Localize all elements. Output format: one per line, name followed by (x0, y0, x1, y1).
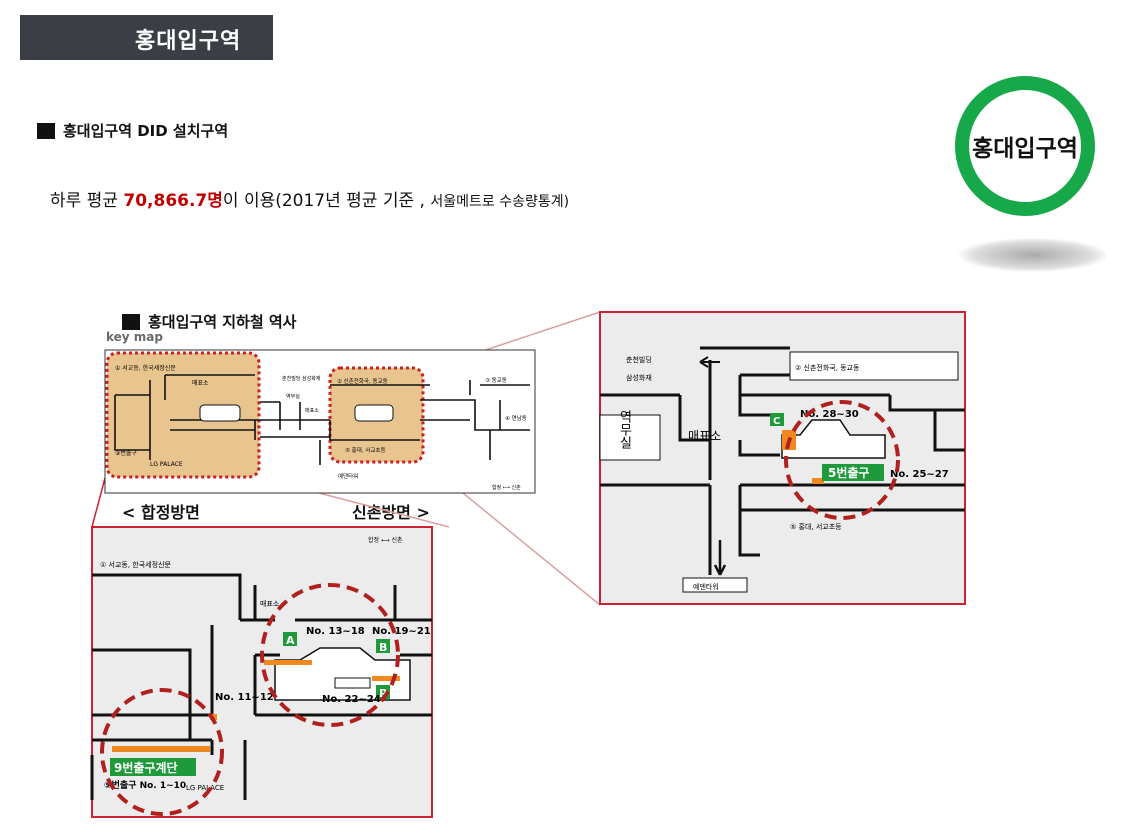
building1: 춘천빌딩 (626, 355, 652, 364)
range-top: No. 28~30 (800, 409, 859, 420)
gate-c: C (773, 416, 780, 427)
section-did-heading: 홍대입구역 DID 설치구역 (37, 120, 228, 141)
detail-left-exit1: ① 서교동, 한국세정신문 (100, 560, 171, 569)
gate-c-badge (770, 413, 784, 426)
keymap-exit3: ③ 동교동 (485, 377, 507, 384)
building2: 삼성화재 (626, 373, 652, 382)
gate-a: A (286, 634, 295, 647)
exit9-stairs-badge (110, 758, 196, 776)
keymap-exit2: ② 신촌전화국, 동교동 (337, 377, 388, 385)
page-title: 홍대입구역 (135, 29, 242, 54)
usage-suffix: 이 이용(2017년 평균 기준 , (222, 191, 431, 211)
detail-map-left: A B P 합정 ⟷ 신촌 ① 서교동, 한국세정신문 매표소 No. 13~1… (90, 526, 433, 818)
keymap-exit9: ⑨번출구 (115, 449, 137, 457)
gate-p: P (379, 687, 387, 700)
detail-left-legend: 합정 ⟷ 신촌 (368, 536, 403, 544)
section-station-heading: 홍대입구역 지하철 역사 (122, 311, 296, 332)
keymap-ticket1: 매표소 (192, 379, 209, 387)
usage-text: 하루 평균 70,866.7명이 이용(2017년 평균 기준 , 서울메트로 … (50, 186, 569, 211)
detail-left-lgpalace: LG PALACE (186, 784, 224, 792)
key-map: ① 서교동, 한국세정신문 매표소 ⑨번출구 LG PALACE 춘천빌딩 삼성… (104, 349, 536, 494)
station-office: 역무실 (617, 410, 632, 449)
usage-value: 70,866.7명 (123, 191, 223, 211)
keymap-tower: 예댄타워 (338, 472, 358, 480)
title-bar: 홍대입구역 (20, 15, 273, 60)
range-c: No. 22~24 (322, 694, 381, 705)
highlight-circle-exit9 (100, 688, 224, 816)
exit5-badge (822, 464, 884, 481)
keymap-lgpalace: LG PALACE (150, 461, 183, 468)
station-badge-label: 홍대입구역 (972, 136, 1078, 162)
highlight-circle-exit5 (784, 400, 900, 520)
keymap-exit1: ① 서교동, 한국세정신문 (115, 364, 176, 372)
range-b: No. 19~21 (372, 626, 431, 637)
keymap-exit4: ④ 연남동 (505, 414, 527, 422)
range-d: No. 11~12 (215, 692, 274, 703)
exit9-gates (112, 746, 210, 752)
keymap-building: 춘천빌딩 삼성화재 (282, 375, 321, 382)
range-a: No. 13~18 (306, 626, 365, 637)
detail-map-right: C 춘천빌딩 삼성화재 ② 신촌전화국, 동교동 역무실 매표소 No. 28~… (599, 311, 966, 605)
exit9-range: ⑨번출구 No. 1~10 (104, 779, 186, 791)
square-bullet-icon (37, 122, 55, 139)
square-bullet-icon (122, 313, 140, 330)
highlight-circle-gates (260, 583, 400, 727)
keymap-station: 역무실 (286, 393, 300, 400)
detail-right-ticket: 매표소 (688, 429, 721, 443)
detail-right-tower: 예덴타워 (693, 582, 719, 591)
section-did-title: 홍대입구역 DID 설치구역 (63, 122, 229, 140)
section-station-title: 홍대입구역 지하철 역사 (148, 313, 297, 331)
exit9-stairs: 9번출구계단 (114, 760, 178, 775)
keymap-label: key map (106, 330, 163, 344)
detail-right-exit2: ② 신촌전화국, 동교동 (795, 363, 860, 372)
direction-left: < 합정방면 (122, 503, 200, 522)
usage-source: 서울메트로 수송량통계) (430, 194, 570, 210)
gate-a-badge (283, 632, 297, 646)
keymap-ticket2: 매표소 (305, 407, 319, 414)
exit5-label: 5번출구 (828, 465, 869, 480)
detail-left-ticket: 매표소 (260, 600, 280, 608)
usage-prefix: 하루 평균 (50, 191, 124, 211)
keymap-legend: 합정 ⟷ 신촌 (492, 484, 521, 491)
gate-b-badge (376, 639, 390, 653)
range-side: No. 25~27 (890, 469, 949, 480)
detail-right-exit5: ⑤ 홍대, 서교초등 (790, 522, 842, 531)
keymap-highlight-left (105, 351, 261, 479)
keymap-exit5: ⑤ 홍대, 서교초등 (345, 446, 386, 454)
gate-b: B (379, 641, 387, 654)
connector-line (91, 477, 106, 528)
badge-shadow (958, 238, 1108, 272)
